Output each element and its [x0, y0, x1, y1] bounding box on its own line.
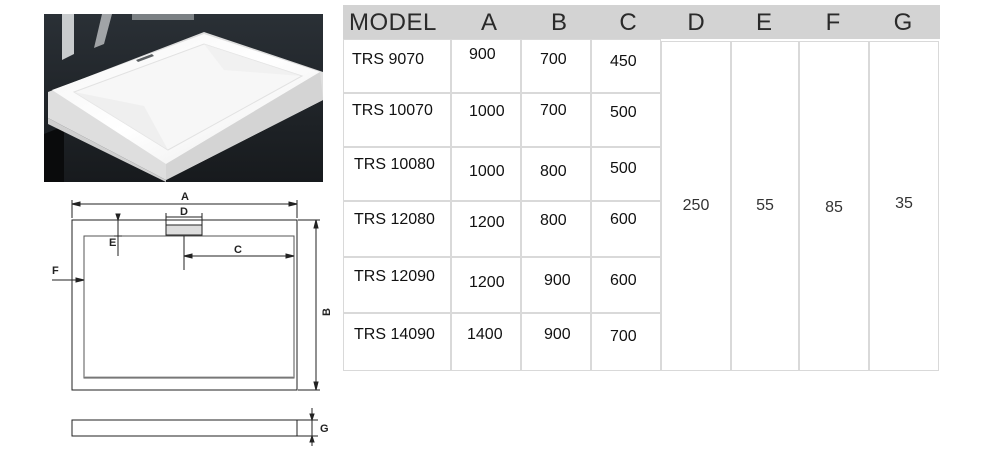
cell-model: TRS 10070 [352, 102, 433, 119]
table-row: TRS 12080 [343, 201, 451, 257]
cell-a-box: 1200 [451, 257, 521, 313]
cell-c: 500 [610, 160, 637, 177]
cell-model: TRS 12090 [354, 268, 435, 285]
table-header [343, 5, 940, 39]
cell-b: 700 [540, 102, 567, 119]
cell-g-shared: 35 [869, 41, 939, 371]
cell-a: 1200 [469, 274, 505, 291]
product-photo [44, 14, 323, 182]
cell-b: 800 [540, 212, 567, 229]
cell-d-shared: 250 [661, 41, 731, 371]
header-c: C [619, 9, 637, 36]
cell-b-box: 800 [521, 201, 591, 257]
cell-a: 1000 [469, 163, 505, 180]
cell-model: TRS 12080 [354, 211, 435, 228]
cell-b: 700 [540, 51, 567, 68]
value-g: 35 [895, 195, 913, 212]
cell-model: TRS 14090 [354, 326, 435, 343]
value-f: 85 [825, 199, 843, 216]
label-g: G [320, 423, 329, 435]
basin-outline [83, 235, 295, 379]
spec-table: MODEL A B C D E F G TRS 9070 900 700 450… [343, 5, 940, 371]
cell-a-box: 900 [451, 39, 521, 93]
cell-c-box: 700 [591, 313, 661, 371]
label-e: E [109, 237, 116, 249]
cell-a: 1200 [469, 214, 505, 231]
cell-model: TRS 10080 [354, 156, 435, 173]
cell-a-box: 1000 [451, 147, 521, 201]
side-profile [71, 419, 298, 437]
table-row: TRS 10080 [343, 147, 451, 201]
technical-drawing: A D E C F B G [44, 184, 344, 458]
cell-b: 900 [544, 272, 571, 289]
header-model: MODEL [349, 9, 437, 36]
cell-c: 700 [610, 328, 637, 345]
table-row: TRS 9070 [343, 39, 451, 93]
cell-c-box: 600 [591, 257, 661, 313]
header-g: G [893, 9, 913, 36]
shower-tray-render [44, 14, 323, 182]
cell-c: 500 [610, 104, 637, 121]
label-f: F [52, 265, 59, 277]
cell-a-box: 1000 [451, 93, 521, 147]
cell-b-box: 800 [521, 147, 591, 201]
cell-model: TRS 9070 [352, 51, 425, 68]
cell-b: 800 [540, 163, 567, 180]
tray-outline [71, 219, 298, 391]
cell-c-box: 600 [591, 201, 661, 257]
cell-a-box: 1400 [451, 313, 521, 371]
value-e: 55 [756, 197, 774, 214]
label-c: C [234, 244, 242, 256]
cell-b-box: 900 [521, 313, 591, 371]
drain-box [165, 224, 203, 236]
cell-c: 600 [610, 211, 637, 228]
label-b: B [321, 308, 333, 316]
cell-c-box: 450 [591, 39, 661, 93]
cell-e-shared: 55 [731, 41, 799, 371]
value-d: 250 [682, 197, 710, 214]
cell-b-box: 700 [521, 93, 591, 147]
label-a: A [181, 191, 189, 203]
cell-a: 1400 [467, 326, 503, 343]
table-row: TRS 14090 [343, 313, 451, 371]
header-f: F [825, 9, 841, 36]
cell-c: 450 [610, 53, 637, 70]
header-d: D [687, 9, 705, 36]
cell-b-box: 900 [521, 257, 591, 313]
cell-a-box: 1200 [451, 201, 521, 257]
header-b: B [550, 9, 567, 36]
cell-f-shared: 85 [799, 41, 869, 371]
table-row: TRS 10070 [343, 93, 451, 147]
dimension-diagram: A D E C F B G [52, 191, 333, 446]
cell-b-box: 700 [521, 39, 591, 93]
cell-a: 900 [469, 46, 496, 63]
table-row: TRS 12090 [343, 257, 451, 313]
header-e: E [755, 9, 772, 36]
header-a: A [480, 9, 497, 36]
cell-a: 1000 [469, 103, 505, 120]
label-d: D [180, 206, 188, 218]
cell-c-box: 500 [591, 147, 661, 201]
cell-c-box: 500 [591, 93, 661, 147]
cell-c: 600 [610, 272, 637, 289]
cell-b: 900 [544, 326, 571, 343]
